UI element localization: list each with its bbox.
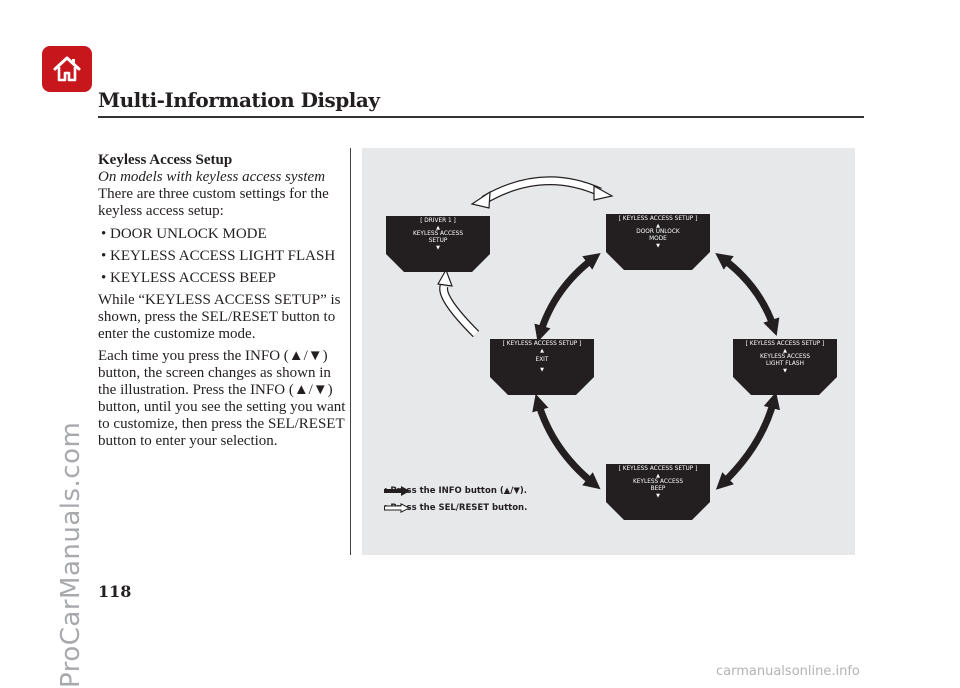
screen-header: [ KEYLESS ACCESS SETUP ] (618, 216, 698, 222)
screen-line: LIGHT FLASH (766, 361, 804, 367)
up-arrow-icon: ▲ (656, 223, 660, 229)
screen-driver: [ DRIVER 1 ] ▲ KEYLESS ACCESS SETUP ▼ (386, 216, 490, 272)
up-arrow-icon: ▲ (540, 348, 544, 354)
screen-header: [ KEYLESS ACCESS SETUP ] (502, 341, 582, 347)
home-icon (53, 56, 81, 82)
legend-label: : Press the SEL/RESET button. (384, 503, 528, 513)
screen-line: EXIT (535, 357, 549, 363)
sel-arrow-left (437, 268, 480, 338)
screen-line: KEYLESS ACCESS (412, 231, 464, 237)
screen-line: BEEP (650, 486, 666, 492)
legend-sel: : Press the SEL/RESET button. (384, 503, 527, 513)
arrows-layer (437, 176, 781, 490)
screen-line: KEYLESS ACCESS (632, 479, 684, 485)
info-arrow-light-beep (715, 391, 781, 490)
home-button[interactable] (42, 46, 92, 92)
black-arrow-icon (384, 486, 410, 496)
section-subheading: On models with keyless access system (98, 169, 326, 185)
screen-beep: [ KEYLESS ACCESS SETUP ] ▲ KEYLESS ACCES… (606, 464, 710, 520)
legend-label: : Press the INFO button (▲/▼). (384, 486, 528, 496)
screen-exit: [ KEYLESS ACCESS SETUP ] ▲ EXIT ▼ (490, 339, 594, 395)
outline-arrow-icon (384, 503, 410, 513)
instruction-paragraph: Each time you press the INFO (▲/▼) butto… (98, 348, 346, 449)
screen-header: [ KEYLESS ACCESS SETUP ] (618, 466, 698, 472)
up-arrow-icon: ▲ (783, 348, 787, 354)
column-divider (350, 148, 351, 555)
side-watermark: ProCarManuals.com (56, 421, 86, 688)
down-arrow-icon: ▼ (436, 245, 440, 251)
list-item: • DOOR UNLOCK MODE (101, 226, 267, 242)
text-column: Keyless Access Setup On models with keyl… (98, 152, 350, 455)
screen-header: [ DRIVER 1 ] (420, 218, 456, 224)
illustration-panel: [ DRIVER 1 ] ▲ KEYLESS ACCESS SETUP ▼ [ … (362, 148, 855, 555)
sel-arrow-top (470, 176, 614, 209)
screen-line: MODE (649, 236, 667, 242)
down-arrow-icon: ▼ (783, 368, 787, 374)
title-divider (98, 116, 864, 118)
screen-line: SETUP (428, 238, 448, 244)
bottom-watermark: carmanualsonline.info (716, 664, 860, 679)
up-arrow-icon: ▲ (436, 225, 440, 231)
down-arrow-icon: ▼ (656, 243, 660, 249)
page-number: 118 (98, 582, 132, 601)
section-title: Multi-Information Display (98, 88, 380, 112)
screen-header: [ KEYLESS ACCESS SETUP ] (745, 341, 825, 347)
list-item: • KEYLESS ACCESS LIGHT FLASH (101, 248, 336, 264)
info-arrow-exit-door (534, 252, 601, 343)
screen-line: DOOR UNLOCK (636, 229, 680, 235)
info-arrow-door-light (715, 253, 780, 336)
legend-info: : Press the INFO button (▲/▼). (384, 486, 527, 496)
intro-text: There are three custom settings for the … (98, 186, 329, 219)
up-arrow-icon: ▲ (656, 473, 660, 479)
settings-list: • DOOR UNLOCK MODE • KEYLESS ACCESS LIGH… (98, 226, 350, 287)
screen-line: KEYLESS ACCESS (759, 354, 811, 360)
down-arrow-icon: ▼ (656, 493, 660, 499)
info-arrow-beep-exit (532, 393, 601, 490)
down-arrow-icon: ▼ (540, 367, 544, 373)
screen-door-unlock: [ KEYLESS ACCESS SETUP ] ▲ DOOR UNLOCK M… (606, 214, 710, 270)
screen-light-flash: [ KEYLESS ACCESS SETUP ] ▲ KEYLESS ACCES… (733, 339, 837, 395)
section-heading: Keyless Access Setup (98, 152, 233, 168)
list-item: • KEYLESS ACCESS BEEP (101, 270, 276, 286)
instruction-paragraph: While “KEYLESS ACCESS SETUP” is shown, p… (98, 292, 341, 342)
